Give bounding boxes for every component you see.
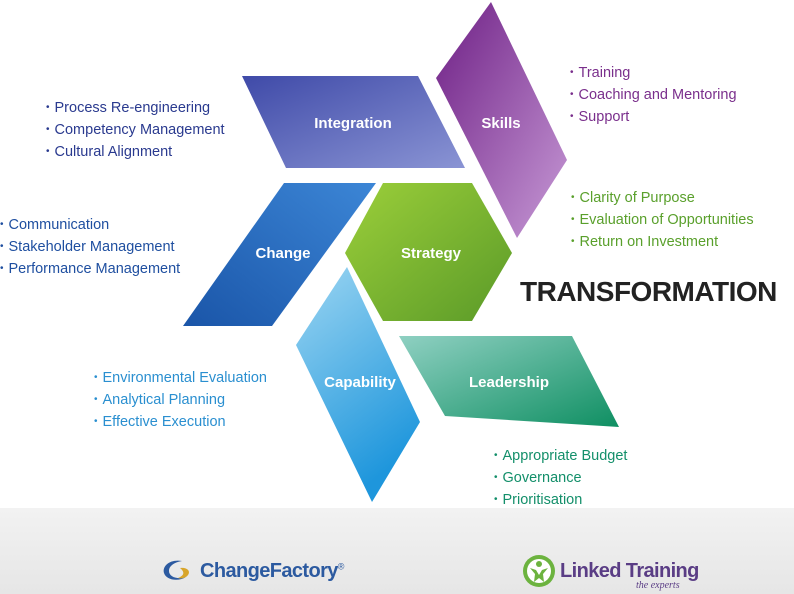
shape-label-skills: Skills (481, 115, 520, 132)
linkedtraining-logo: Linked Training (522, 554, 699, 588)
footer: ChangeFactory® Linked Training the exper… (0, 508, 794, 594)
bullet-item: Coaching and Mentoring (570, 85, 737, 107)
bullet-item: Appropriate Budget (494, 446, 628, 468)
shape-capability: Capability (296, 267, 420, 502)
shape-skills: Skills (436, 2, 567, 238)
bullet-item: Support (570, 107, 737, 129)
shape-integration: Integration (242, 76, 465, 168)
changefactory-name-part1: Change (200, 559, 270, 582)
shape-leadership: Leadership (399, 336, 619, 427)
linkedtraining-tagline: the experts (636, 580, 680, 591)
bullet-item: Clarity of Purpose (571, 188, 754, 210)
bullet-item: Communication (0, 215, 180, 237)
bullet-item: Training (570, 63, 737, 85)
shape-strategy: Strategy (345, 183, 512, 321)
bullet-item: Environmental Evaluation (94, 368, 267, 390)
bullet-item: Cultural Alignment (46, 142, 225, 164)
bullet-item: Effective Execution (94, 412, 267, 434)
bullets-integration: Process Re-engineering Competency Manage… (46, 98, 225, 164)
shape-label-leadership: Leadership (469, 374, 549, 391)
bullets-capability: Environmental Evaluation Analytical Plan… (94, 368, 267, 434)
bullets-skills: Training Coaching and Mentoring Support (570, 63, 737, 129)
bullets-strategy: Clarity of Purpose Evaluation of Opportu… (571, 188, 754, 254)
transformation-diagram: Integration Skills Strategy Change Capab… (183, 2, 619, 502)
bullet-item: Return on Investment (571, 232, 754, 254)
changefactory-name: ChangeFactory® (200, 560, 344, 583)
bullet-item: Competency Management (46, 120, 225, 142)
bullet-item: Performance Management (0, 259, 181, 281)
linkedtraining-name: Linked Training (560, 559, 699, 582)
shape-label-strategy: Strategy (401, 245, 462, 262)
bullet-item: Analytical Planning (94, 390, 267, 412)
bullets-leadership: Appropriate Budget Governance Prioritisa… (494, 446, 628, 512)
swirl-icon (163, 560, 190, 580)
bullet-item: Stakeholder Management (0, 237, 180, 259)
registered-mark: ® (337, 560, 345, 571)
bullet-item: Governance (494, 468, 627, 490)
person-badge-icon (523, 555, 555, 587)
shape-label-integration: Integration (314, 115, 392, 132)
changefactory-logo: ChangeFactory® (160, 558, 344, 584)
bullet-item: Evaluation of Opportunities (571, 210, 754, 232)
shape-change: Change (183, 183, 376, 326)
shape-label-capability: Capability (324, 374, 396, 391)
center-title: TRANSFORMATION (520, 276, 777, 307)
changefactory-name-part2: Factory (269, 559, 339, 582)
shape-label-change: Change (255, 245, 310, 262)
bullet-item: Prioritisation (494, 490, 627, 512)
bullet-item: Process Re-engineering (46, 98, 225, 120)
bullets-change: Communication Stakeholder Management Per… (0, 215, 181, 281)
